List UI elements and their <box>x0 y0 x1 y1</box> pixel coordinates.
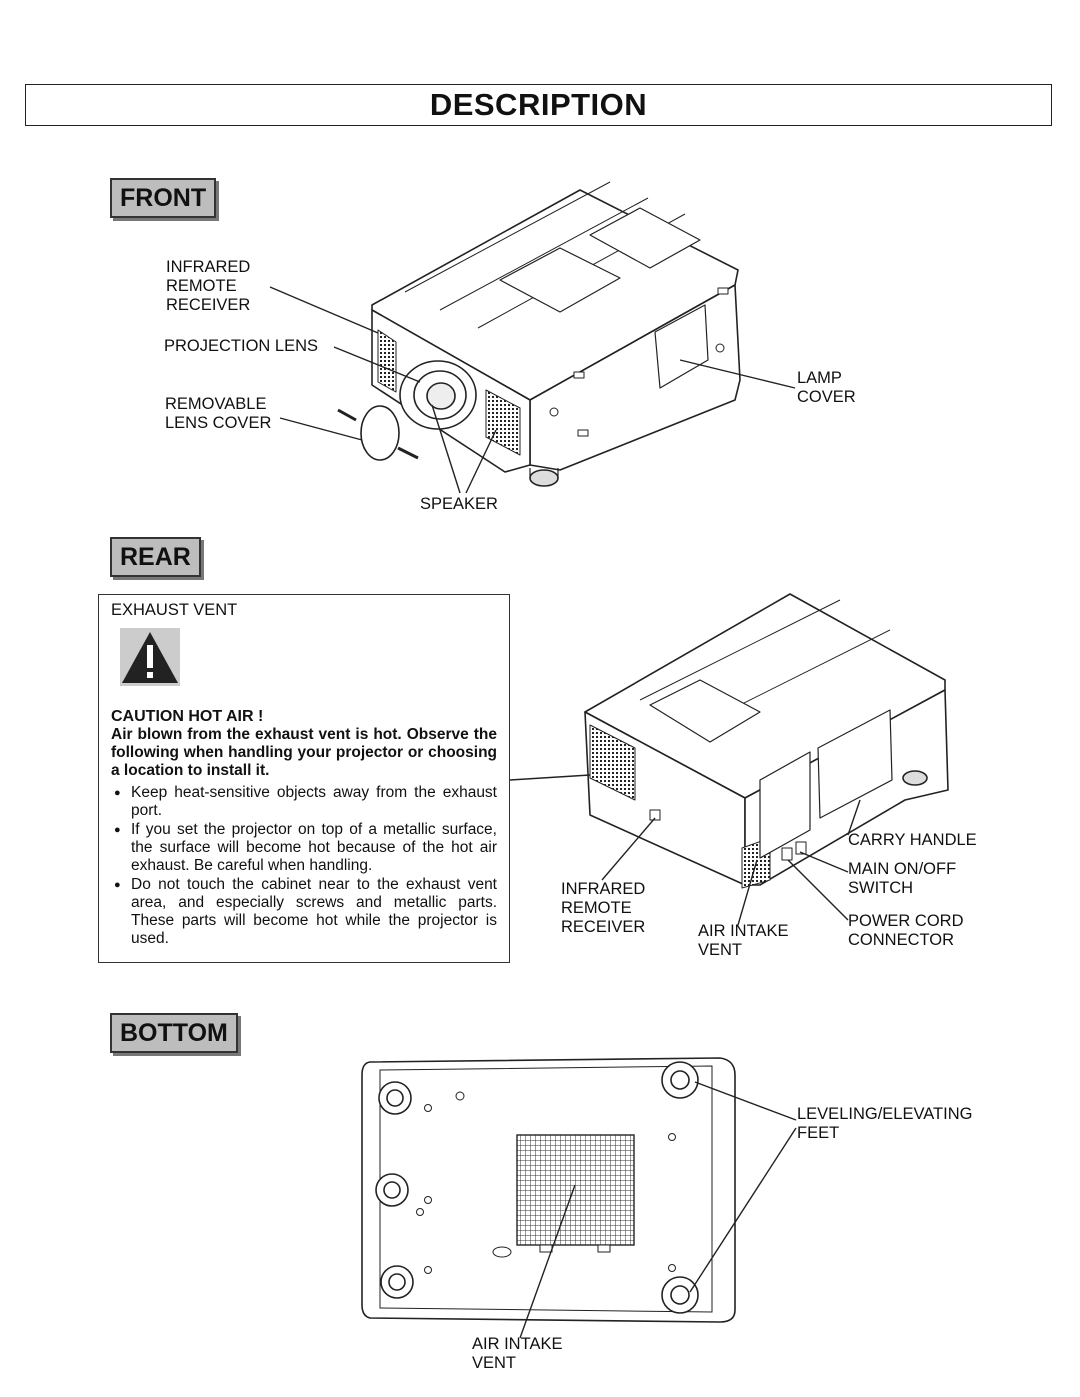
caution-item: Keep heat-sensitive objects away from th… <box>111 784 497 820</box>
label-lamp-cover: LAMP COVER <box>797 369 856 406</box>
warning-icon-spacer <box>111 620 497 704</box>
exhaust-vent-heading: EXHAUST VENT <box>111 601 238 619</box>
label-speaker: SPEAKER <box>420 495 498 513</box>
label-rear-air-intake-vent: AIR INTAKE VENT <box>698 922 789 959</box>
label-leveling-feet: LEVELING/ELEVATING FEET <box>797 1105 973 1142</box>
label-power-cord-connector: POWER CORD CONNECTOR <box>848 912 964 949</box>
caution-title: CAUTION HOT AIR ! <box>111 708 264 725</box>
label-carry-handle: CARRY HANDLE <box>848 831 977 849</box>
caution-list: Keep heat-sensitive objects away from th… <box>111 784 497 948</box>
caution-item: If you set the projector on top of a met… <box>111 821 497 875</box>
label-front-ir-receiver: INFRARED REMOTE RECEIVER <box>166 258 251 314</box>
warning-icon <box>120 628 180 686</box>
front-projector-illustration <box>337 181 741 487</box>
caution-intro: Air blown from the exhaust vent is hot. … <box>111 726 497 779</box>
section-tab-front: FRONT <box>110 178 217 218</box>
section-tab-bottom: BOTTOM <box>110 1013 238 1053</box>
label-rear-ir-receiver: INFRARED REMOTE RECEIVER <box>561 880 646 936</box>
label-projection-lens: PROJECTION LENS <box>164 337 319 355</box>
label-removable-lens-cover: REMOVABLE LENS COVER <box>165 395 272 432</box>
caution-item: Do not touch the cabinet near to the exh… <box>111 876 497 948</box>
rear-leader-lines <box>509 774 861 926</box>
front-leader-lines <box>269 286 796 494</box>
rear-projector-illustration <box>584 593 949 889</box>
section-tab-rear: REAR <box>110 537 201 577</box>
label-main-switch: MAIN ON/OFF SWITCH <box>848 860 957 897</box>
caution-box: EXHAUST VENT CAUTION HOT AIR ! Air blown… <box>98 594 510 963</box>
bottom-leader-lines <box>519 1081 797 1339</box>
bottom-view-illustration <box>361 1057 736 1323</box>
page-title: DESCRIPTION <box>25 84 1052 126</box>
label-bottom-air-intake-vent: AIR INTAKE VENT <box>472 1335 563 1372</box>
